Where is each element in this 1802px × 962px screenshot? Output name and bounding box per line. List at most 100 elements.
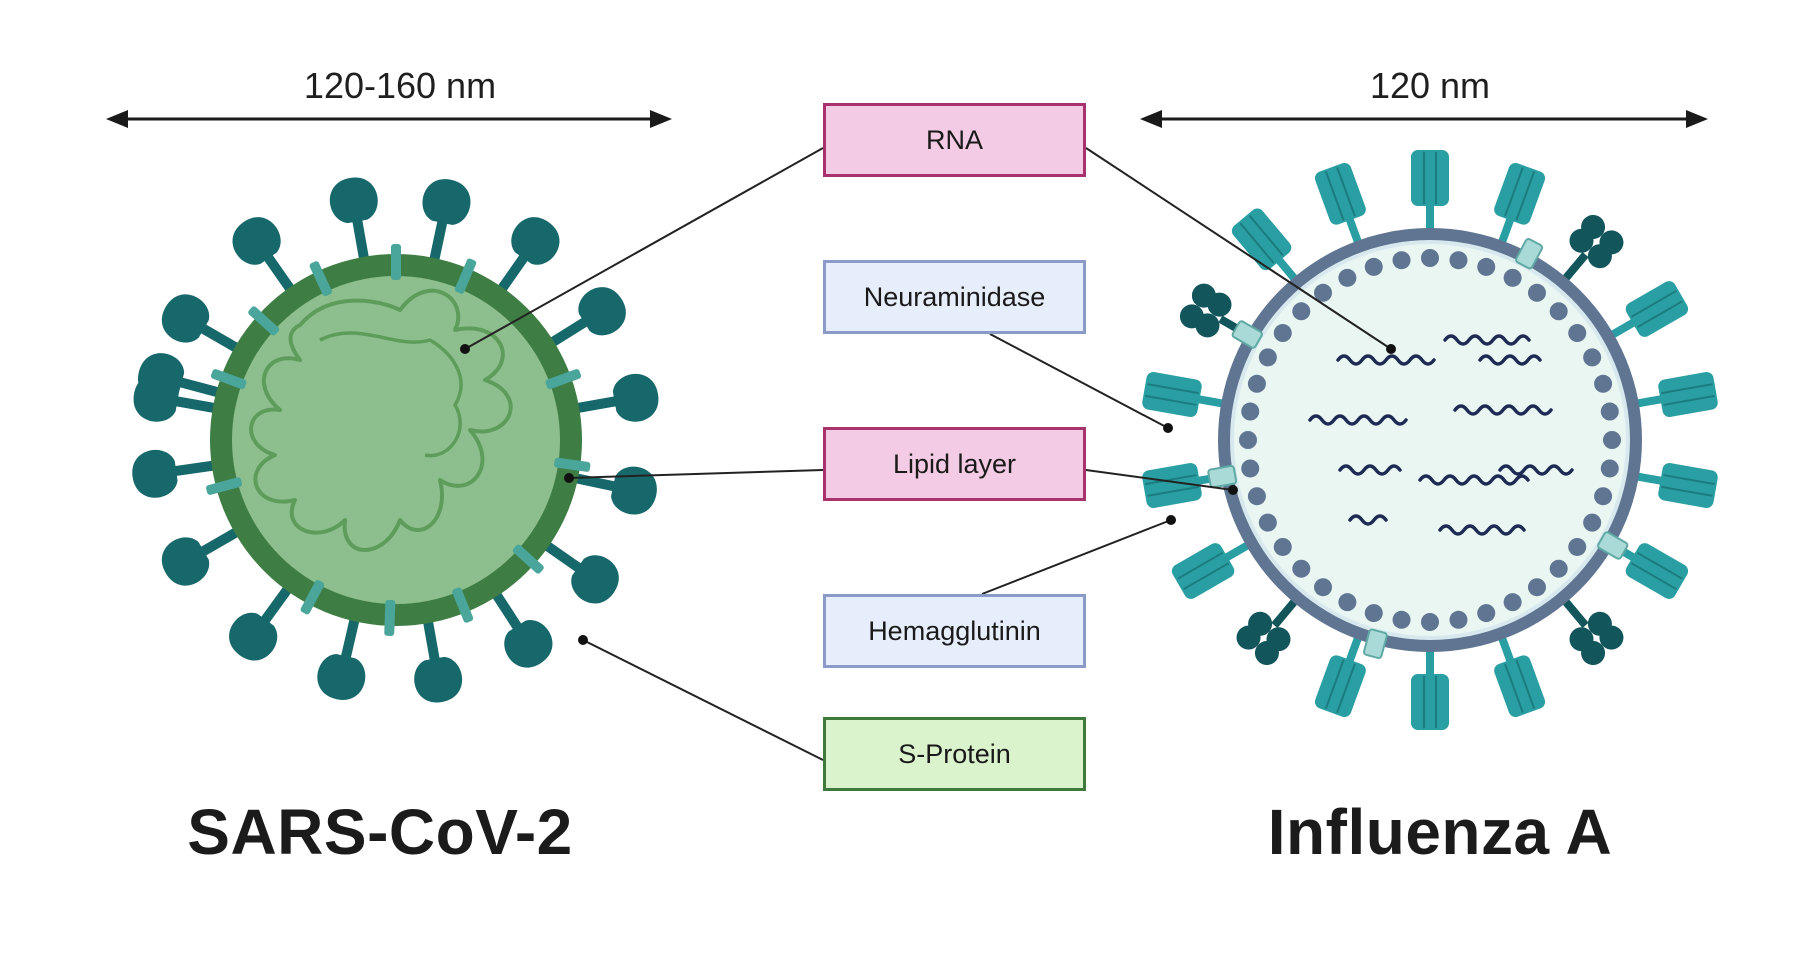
matrix-protein bbox=[1421, 249, 1439, 267]
spike-head bbox=[414, 656, 463, 703]
leader-line bbox=[582, 639, 824, 761]
influenza-a-title: Influenza A bbox=[1267, 796, 1613, 868]
surface-glycoproteins bbox=[1142, 150, 1718, 730]
hemagglutinin-stalk bbox=[1223, 540, 1252, 562]
hemagglutinin-stalk bbox=[1634, 472, 1664, 485]
influenza-size-arrow bbox=[1140, 110, 1708, 128]
hemagglutinin-head bbox=[1411, 674, 1449, 730]
spike-head bbox=[329, 177, 378, 224]
hemagglutinin-protein bbox=[1411, 150, 1449, 232]
neuraminidase-head bbox=[1254, 641, 1279, 666]
spike-head bbox=[612, 373, 659, 422]
leader-dot bbox=[1228, 485, 1238, 495]
matrix-protein bbox=[1241, 402, 1260, 421]
membrane-protein bbox=[300, 579, 325, 615]
hemagglutinin-groove bbox=[1504, 663, 1524, 714]
spike-head bbox=[133, 373, 180, 422]
ion-channel bbox=[1597, 531, 1629, 560]
neuraminidase-head bbox=[1599, 625, 1624, 650]
hemagglutinin-groove bbox=[1324, 171, 1345, 221]
matrix-protein bbox=[1338, 593, 1357, 612]
leader-rna-sars bbox=[460, 147, 824, 354]
hemagglutinin-groove bbox=[1177, 551, 1224, 580]
hemagglutinin-head bbox=[1231, 208, 1292, 271]
matrix-protein bbox=[1338, 268, 1357, 287]
leader-lines bbox=[460, 147, 1396, 761]
rna-segment bbox=[1338, 464, 1402, 476]
matrix-protein bbox=[1247, 374, 1266, 393]
hemagglutinin-groove bbox=[1630, 562, 1677, 591]
leader-line bbox=[989, 333, 1169, 429]
hemagglutinin-groove bbox=[1147, 485, 1199, 497]
spike-protein bbox=[132, 449, 218, 498]
matrix-protein bbox=[1239, 431, 1257, 449]
influenza-size-label: 120 nm bbox=[1369, 65, 1491, 106]
spike-stalk bbox=[352, 217, 370, 263]
neuraminidase-head bbox=[1191, 283, 1216, 308]
membrane-protein bbox=[248, 306, 280, 336]
spike-head bbox=[422, 179, 471, 225]
hemagglutinin-groove bbox=[1515, 171, 1536, 221]
ion-channel bbox=[1515, 238, 1544, 270]
hemagglutinin-head bbox=[1658, 463, 1718, 508]
rna-segment bbox=[1443, 334, 1531, 346]
matrix-protein bbox=[1314, 578, 1333, 597]
hemagglutinin-protein bbox=[1142, 372, 1226, 417]
hemagglutinin-head bbox=[1494, 655, 1546, 718]
leader-lipid-influenza bbox=[1085, 469, 1238, 495]
spike-head bbox=[578, 287, 626, 336]
membrane-protein bbox=[554, 457, 591, 472]
matrix-protein bbox=[1549, 559, 1568, 578]
matrix-protein bbox=[1421, 613, 1439, 631]
dimension-arrows bbox=[106, 110, 1708, 128]
matrix-protein bbox=[1273, 324, 1292, 343]
hemagglutinin-protein bbox=[1494, 162, 1546, 246]
hemagglutinin-head bbox=[1625, 281, 1689, 337]
matrix-protein bbox=[1292, 302, 1311, 321]
neuraminidase-head bbox=[1179, 304, 1204, 329]
leader-dot bbox=[1386, 344, 1396, 354]
matrix-protein bbox=[1583, 348, 1602, 367]
matrix-protein bbox=[1477, 257, 1496, 276]
spike-head bbox=[232, 217, 281, 265]
matrix-protein bbox=[1594, 487, 1613, 506]
influenza-a-virion bbox=[1142, 150, 1718, 730]
sars-size-arrow bbox=[106, 110, 672, 128]
ion-channels bbox=[1207, 238, 1629, 660]
leader-line bbox=[464, 147, 824, 350]
spike-stalk bbox=[341, 615, 360, 661]
matrix-protein bbox=[1449, 251, 1468, 270]
membrane-protein bbox=[452, 587, 474, 623]
spike-protein bbox=[329, 177, 378, 263]
matrix-protein bbox=[1503, 593, 1522, 612]
hemagglutinin-stalk bbox=[1497, 216, 1515, 246]
matrix-protein bbox=[1527, 283, 1546, 302]
matrix-protein bbox=[1527, 578, 1546, 597]
hemagglutinin-head bbox=[1658, 372, 1718, 417]
rna-segment bbox=[1308, 414, 1408, 426]
leader-line bbox=[1085, 147, 1392, 350]
membrane-protein bbox=[512, 544, 544, 574]
label-hemagglutinin: Hemagglutinin bbox=[823, 594, 1086, 668]
hemagglutinin-head bbox=[1142, 463, 1202, 508]
rna-strand bbox=[319, 331, 463, 458]
hemagglutinin-stalk bbox=[1497, 634, 1515, 664]
leader-dot bbox=[578, 635, 588, 645]
hemagglutinin-groove bbox=[1663, 394, 1715, 406]
spike-head bbox=[504, 620, 553, 668]
spike-protein bbox=[542, 540, 619, 604]
membrane-protein bbox=[206, 477, 243, 495]
matrix-protein bbox=[1477, 604, 1496, 623]
spike-protein bbox=[161, 527, 242, 586]
hemagglutinin-groove bbox=[1636, 551, 1683, 580]
hemagglutinin-protein bbox=[1608, 281, 1689, 340]
neuraminidase-head bbox=[1599, 230, 1624, 255]
matrix-protein bbox=[1392, 251, 1411, 270]
spike-stalk bbox=[263, 253, 296, 294]
hemagglutinin-head bbox=[1142, 372, 1202, 417]
hemagglutinin-stalk bbox=[1608, 318, 1637, 340]
hemagglutinin-stalk bbox=[1426, 648, 1434, 676]
label-lipid-layer: Lipid layer bbox=[823, 427, 1086, 501]
matrix-protein bbox=[1549, 302, 1568, 321]
